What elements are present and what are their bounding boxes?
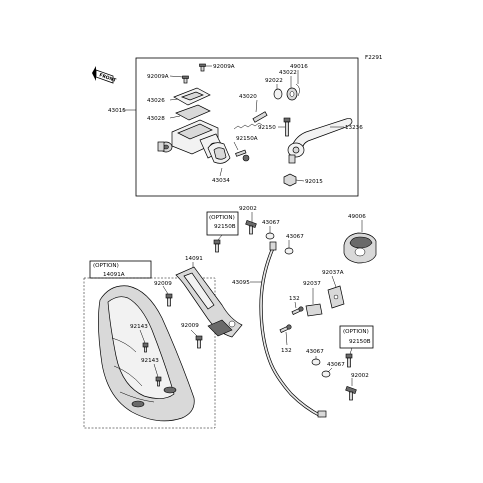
bolt-92009-a bbox=[165, 293, 173, 307]
clip-49016 bbox=[295, 83, 300, 97]
label-92037: 92037 bbox=[303, 281, 321, 287]
nut-92015 bbox=[283, 173, 297, 187]
clamp-bolt-92150a bbox=[235, 149, 250, 162]
screw-92009a-left bbox=[182, 75, 189, 84]
clamp-92037a bbox=[327, 285, 345, 309]
washer-43067-a bbox=[265, 232, 275, 240]
option-label-3: (OPTION) bbox=[343, 329, 369, 335]
label-92002-bottom: 92002 bbox=[351, 373, 369, 379]
label-92150: 92150 bbox=[258, 125, 276, 131]
option-label-2: (OPTION) bbox=[93, 263, 119, 269]
front-label: FRONT bbox=[98, 72, 117, 84]
label-43015: 43015 bbox=[108, 108, 126, 114]
label-43020: 43020 bbox=[239, 94, 257, 100]
label-43095: 43095 bbox=[232, 280, 250, 286]
label-92143-b: 92143 bbox=[141, 358, 159, 364]
label-92015: 92015 bbox=[305, 179, 323, 185]
label-132-a: 132 bbox=[289, 296, 300, 302]
clamp-92037 bbox=[305, 303, 323, 317]
brake-lever bbox=[287, 118, 353, 164]
label-92150a: 92150A bbox=[236, 136, 258, 142]
bolt-92150b-top bbox=[213, 239, 221, 253]
label-43067-d: 43067 bbox=[327, 362, 345, 368]
label-92009-b: 92009 bbox=[181, 323, 199, 329]
option-label-1: (OPTION) bbox=[209, 215, 235, 221]
bolt-132-a bbox=[291, 306, 304, 315]
lever-guard-49006 bbox=[343, 232, 377, 264]
pivot-bolt-92150 bbox=[283, 117, 291, 137]
label-43067-b: 43067 bbox=[286, 234, 304, 240]
hand-guard-14091a bbox=[98, 285, 195, 422]
handlebar-clamp bbox=[207, 142, 231, 164]
bolt-92002-bottom bbox=[345, 386, 357, 401]
label-132-b: 132 bbox=[281, 348, 292, 354]
label-92009a-right: 92009A bbox=[213, 64, 235, 70]
label-14091a: 14091A bbox=[103, 272, 125, 278]
label-43067-a: 43067 bbox=[262, 220, 280, 226]
master-cylinder-assembly-box bbox=[135, 57, 359, 197]
label-43034: 43034 bbox=[212, 178, 230, 184]
bolt-92009-b bbox=[195, 335, 203, 349]
option-box-bottom-right bbox=[339, 325, 374, 349]
label-49006: 49006 bbox=[348, 214, 366, 220]
label-92037a: 92037A bbox=[322, 270, 344, 276]
bolt-92150b-bottom bbox=[345, 353, 353, 368]
label-14091: 14091 bbox=[185, 256, 203, 262]
label-92009-a: 92009 bbox=[154, 281, 172, 287]
front-arrow-icon: FRONT bbox=[92, 66, 118, 84]
label-43026: 43026 bbox=[147, 98, 165, 104]
label-92150b-bottom: 92150B bbox=[349, 339, 371, 345]
label-92009a-left: 92009A bbox=[147, 74, 169, 80]
brake-hose-43095 bbox=[259, 241, 327, 418]
label-49016: 49016 bbox=[290, 64, 308, 70]
label-92002-top: 92002 bbox=[239, 206, 257, 212]
option-box-top-left bbox=[206, 211, 239, 236]
bolt-92143-b bbox=[155, 376, 162, 387]
label-43067-c: 43067 bbox=[306, 349, 324, 355]
label-92143-a: 92143 bbox=[130, 324, 148, 330]
washer-43067-b bbox=[284, 247, 294, 255]
bolt-92002-top bbox=[245, 220, 257, 235]
bolt-132-b bbox=[279, 324, 292, 333]
label-92150b-top: 92150B bbox=[214, 224, 236, 230]
piston-spring bbox=[233, 111, 268, 130]
label-43028: 43028 bbox=[147, 116, 165, 122]
bolt-92143-a bbox=[142, 342, 149, 353]
diaphragm bbox=[175, 104, 211, 121]
washer-43067-c bbox=[311, 358, 321, 366]
figure-code: F2291 bbox=[365, 55, 383, 61]
guard-bracket-14091 bbox=[175, 266, 243, 338]
label-43022: 43022 bbox=[279, 70, 297, 76]
label-92022: 92022 bbox=[265, 78, 283, 84]
o-ring-92022 bbox=[273, 88, 283, 100]
label-13236: 13236 bbox=[345, 125, 363, 131]
option-group-dashed-box bbox=[83, 277, 216, 429]
screw-92009a-right bbox=[199, 63, 206, 72]
washer-43067-d bbox=[321, 370, 331, 378]
